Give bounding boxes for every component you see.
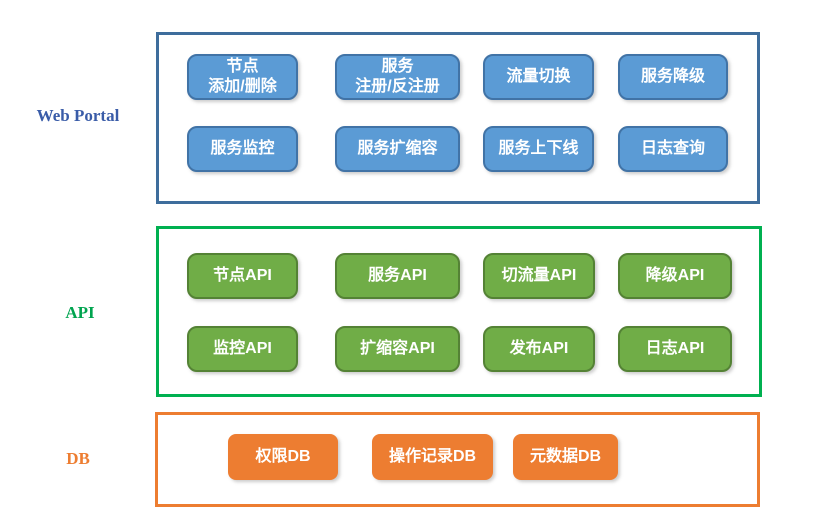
- web-portal-layer-label: Web Portal: [36, 106, 120, 125]
- diagram-node-service-scale: 服务扩缩容: [335, 126, 460, 172]
- db-group-box: [155, 412, 760, 507]
- diagram-node-monitor-api: 监控API: [187, 326, 298, 372]
- diagram-node-service-degrade: 服务降级: [618, 54, 728, 100]
- diagram-node-degrade-api: 降级API: [618, 253, 732, 299]
- diagram-node-scale-api: 扩缩容API: [335, 326, 460, 372]
- diagram-node-traffic-switch-api: 切流量API: [483, 253, 595, 299]
- diagram-node-service-register-unregister: 服务 注册/反注册: [335, 54, 460, 100]
- api-group-box: [156, 226, 762, 397]
- diagram-node-permission-db: 权限DB: [228, 434, 338, 480]
- web-portal-group-box: [156, 32, 760, 204]
- diagram-node-operation-record-db: 操作记录DB: [372, 434, 493, 480]
- diagram-node-node-add-remove: 节点 添加/删除: [187, 54, 298, 100]
- diagram-node-service-monitor: 服务监控: [187, 126, 298, 172]
- diagram-node-log-api: 日志API: [618, 326, 732, 372]
- diagram-node-traffic-switch: 流量切换: [483, 54, 594, 100]
- diagram-node-metadata-db: 元数据DB: [513, 434, 618, 480]
- diagram-node-node-api: 节点API: [187, 253, 298, 299]
- diagram-node-service-api: 服务API: [335, 253, 460, 299]
- diagram-node-service-online-offline: 服务上下线: [483, 126, 594, 172]
- db-layer-label: DB: [66, 449, 90, 468]
- api-layer-label: API: [65, 303, 95, 322]
- diagram-node-publish-api: 发布API: [483, 326, 595, 372]
- diagram-node-log-query: 日志查询: [618, 126, 728, 172]
